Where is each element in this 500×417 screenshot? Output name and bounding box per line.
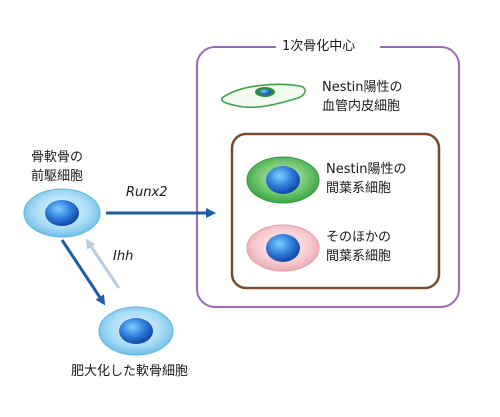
endothelial-label-line2: 血管内皮細胞 [322,99,401,114]
endothelial-cell [220,83,306,109]
other-mesenchymal-label-line2: 間葉系細胞 [326,249,392,264]
other-mesenchymal-label-line1: そのほかの [326,230,392,245]
differentiation-arrow [60,239,106,306]
hypertrophic-chondrocyte-cell [98,306,174,356]
hypertrophic-label: 肥大化した軟骨細胞 [71,364,189,379]
nestin-mesenchymal-label-line2: 間葉系細胞 [326,181,392,196]
progenitor-label-line1: 骨軟骨の [31,150,84,165]
nestin-mesenchymal-cell [246,156,320,204]
runx2-label: Runx2 [126,185,168,200]
osteochondro-progenitor-cell [23,188,101,238]
primary-center-title-bg [276,37,380,57]
mesenchymal-group-frame [230,132,441,290]
endothelial-label-line1: Nestin陽性の [322,80,403,95]
ihh-label: Ihh [113,249,134,264]
primary-center-title: 1次骨化中心 [282,39,356,54]
progenitor-label-line2: 前駆細胞 [31,169,84,184]
ihh-arrow [85,238,121,289]
nestin-mesenchymal-label-line1: Nestin陽性の [326,162,407,177]
other-mesenchymal-cell [246,224,320,272]
